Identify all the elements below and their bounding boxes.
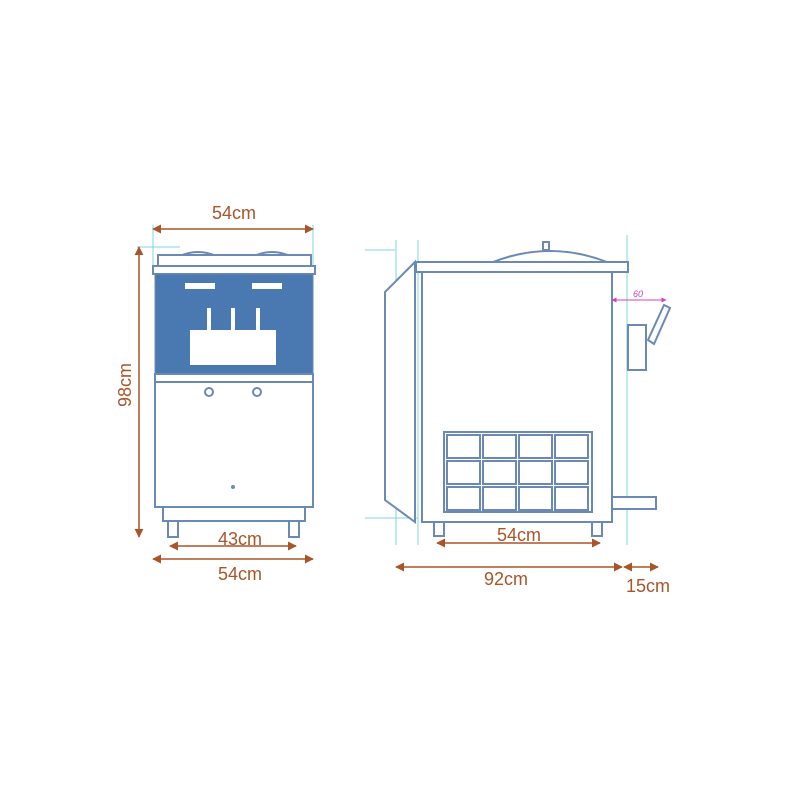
vent-slot — [518, 486, 553, 511]
vent-slot — [482, 486, 517, 511]
vent-slot — [518, 460, 553, 485]
vent-slot — [554, 460, 589, 485]
vent-slot — [446, 460, 481, 485]
vent-grille — [443, 431, 593, 513]
handle-clearance-label: 60 — [633, 289, 643, 299]
vent-slot — [446, 434, 481, 459]
vent-slot — [482, 460, 517, 485]
drip-tray — [162, 506, 306, 522]
vent-slot — [554, 486, 589, 511]
vent-slot — [518, 434, 553, 459]
front-feet-span-label: 43cm — [218, 529, 262, 549]
vent-slot — [446, 486, 481, 511]
front-base-width-label: 54cm — [218, 564, 262, 584]
front-height-label: 98cm — [115, 363, 135, 407]
vent-slot — [554, 434, 589, 459]
side-feet-span-label: 54cm — [497, 525, 541, 545]
front-view — [137, 225, 316, 538]
side-door — [384, 259, 416, 524]
vent-slot — [482, 434, 517, 459]
side-depth-label: 92cm — [484, 569, 528, 589]
side-drip-tray-label: 15cm — [626, 576, 670, 596]
side-view: 60 — [365, 235, 672, 545]
side-lid — [492, 250, 608, 263]
front-top-width-label: 54cm — [212, 203, 256, 223]
side-dispenser — [627, 324, 647, 371]
drip-tray-side — [611, 496, 657, 510]
handle — [646, 303, 672, 346]
